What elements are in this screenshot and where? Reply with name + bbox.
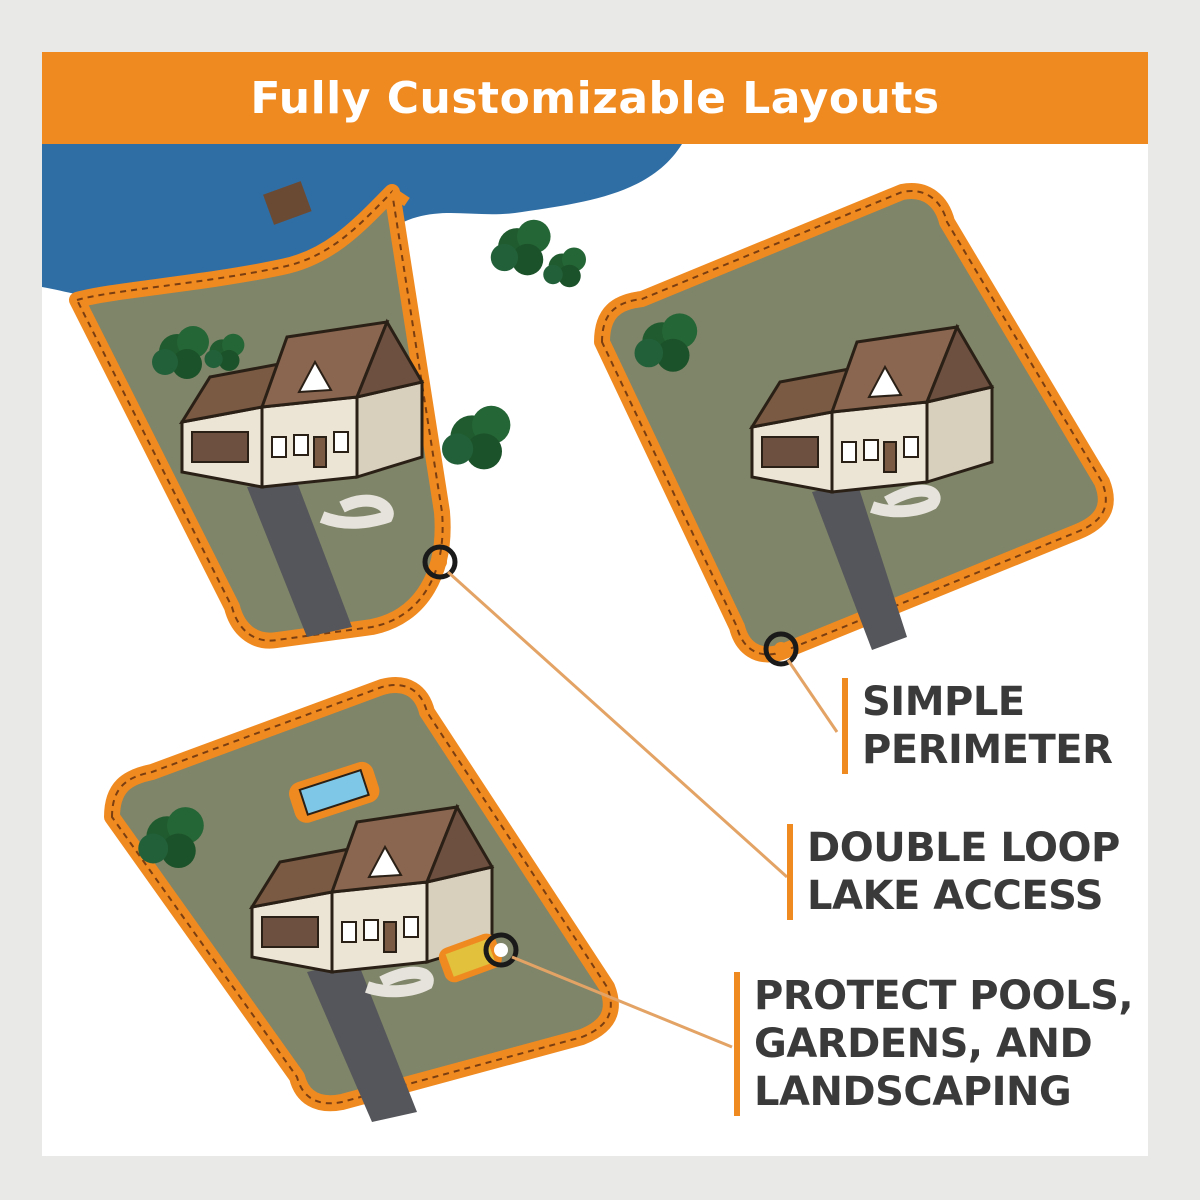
callout-line: LAKE ACCESS <box>807 873 1104 919</box>
callout-line: PROTECT POOLS, <box>754 973 1134 1019</box>
lot-lake-access <box>69 184 586 649</box>
dock <box>263 181 312 225</box>
lot-simple-perimeter <box>594 183 1114 667</box>
callout-double-loop: DOUBLE LOOP LAKE ACCESS <box>787 824 1120 920</box>
callout-protect-pools: PROTECT POOLS, GARDENS, AND LANDSCAPING <box>734 972 1134 1116</box>
callout-marker-lake <box>422 544 458 580</box>
callout-marker-garden <box>483 932 519 968</box>
callout-simple-perimeter: SIMPLE PERIMETER <box>842 678 1113 774</box>
driveway <box>307 960 417 1122</box>
callout-line: LANDSCAPING <box>754 1069 1072 1115</box>
callout-line: PERIMETER <box>862 727 1113 773</box>
callout-marker-perimeter <box>763 631 799 667</box>
infographic-card: Fully Customizable Layouts SIMPLE PERIME… <box>42 52 1148 1156</box>
driveway <box>812 482 907 650</box>
layout-illustrations <box>42 144 1114 1122</box>
callout-line: GARDENS, AND <box>754 1021 1093 1067</box>
pool <box>288 761 380 823</box>
driveway <box>247 482 352 637</box>
callout-line: SIMPLE <box>862 679 1025 725</box>
leader-line-perimeter <box>786 659 839 733</box>
title-banner: Fully Customizable Layouts <box>42 52 1148 144</box>
lot-protect-pools <box>104 677 619 1122</box>
leader-line-garden <box>511 955 733 1049</box>
leader-line-lake <box>446 570 789 879</box>
callout-line: DOUBLE LOOP <box>807 825 1120 871</box>
page-title: Fully Customizable Layouts <box>250 72 940 124</box>
